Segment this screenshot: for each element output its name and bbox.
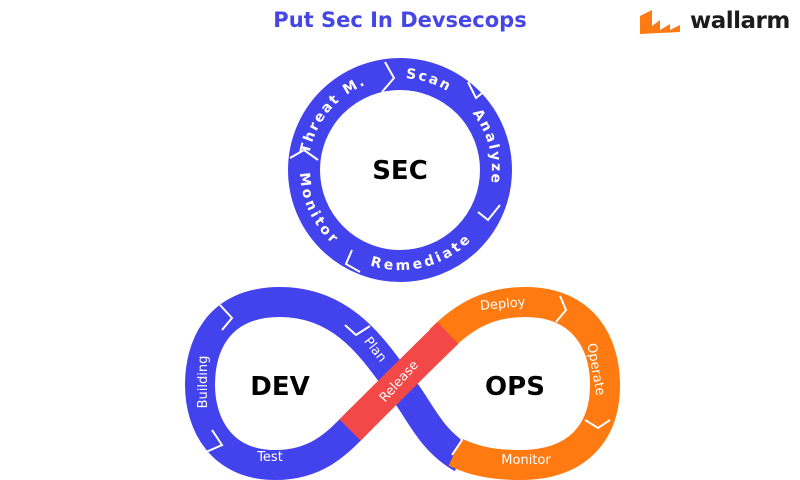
wallarm-logo-icon bbox=[640, 10, 680, 34]
dev-stage-code: Code bbox=[253, 322, 286, 337]
ops-stage-deploy: Deploy bbox=[479, 295, 526, 314]
ring-separators bbox=[289, 61, 501, 273]
ops-label: OPS bbox=[485, 372, 545, 402]
loop-separators bbox=[205, 295, 611, 456]
sec-ring bbox=[288, 58, 512, 282]
sec-label: SEC bbox=[372, 156, 428, 186]
dev-stage-building: Building bbox=[196, 356, 211, 409]
dev-stage-test: Test bbox=[256, 450, 283, 465]
logo-text: wallarm bbox=[690, 8, 790, 34]
ops-loop bbox=[429, 286, 621, 480]
ops-stage-monitor: Monitor bbox=[501, 453, 551, 468]
wallarm-logo: wallarm bbox=[640, 8, 790, 34]
page-title: Put Sec In Devsecops bbox=[273, 8, 527, 32]
release-band bbox=[339, 322, 459, 441]
dev-label: DEV bbox=[250, 372, 309, 402]
dev-loop bbox=[184, 286, 470, 480]
